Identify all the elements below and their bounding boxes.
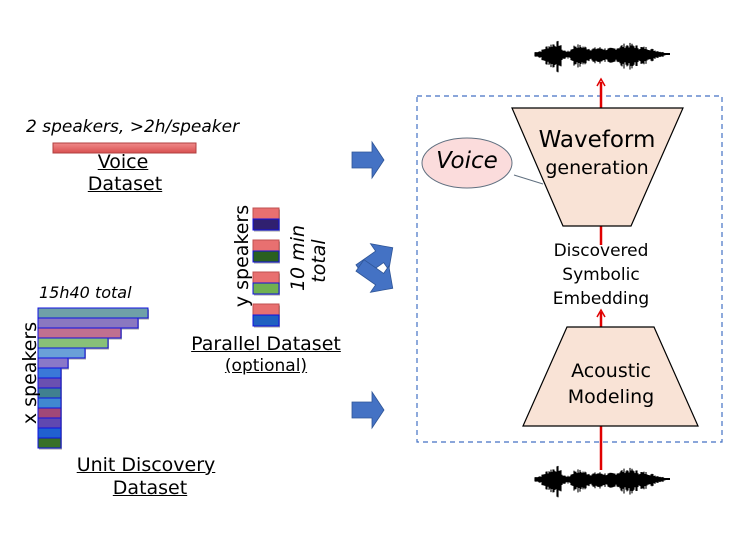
unit-discovery-bar: [37, 367, 62, 379]
unit-discovery-bar: [37, 337, 109, 349]
voice-dataset-bar: [52, 142, 197, 154]
unit-discovery-bar: [37, 417, 62, 429]
unit-discovery-title-line1: Unit Discovery: [76, 454, 216, 476]
unit-discovery-bar: [37, 357, 69, 369]
parallel-title-line1: Parallel Dataset: [191, 333, 341, 355]
unit-discovery-bar: [37, 387, 62, 399]
flow-arrow-parallel-down: [355, 259, 394, 293]
parallel-side-label-line1: 10 min: [287, 224, 309, 292]
unit-discovery-bar: [37, 437, 62, 449]
voice-dataset-caption: 2 speakers, >2h/speaker: [26, 117, 240, 137]
parallel-pair-source: [252, 303, 280, 316]
embedding-line2: Symbolic: [562, 265, 640, 285]
embedding-line1: Discovered: [553, 241, 649, 261]
unit-discovery-bar: [37, 427, 62, 439]
input-waveform: [534, 465, 670, 498]
parallel-pair-target: [252, 282, 280, 295]
parallel-pair-target: [252, 314, 280, 327]
waveform-block-line1: Waveform: [538, 127, 656, 153]
acoustic-block-line1: Acoustic: [571, 360, 651, 382]
voice-bubble-label: Voice: [436, 148, 498, 174]
waveform-block-line2: generation: [545, 157, 649, 179]
parallel-axis-label: y speakers: [231, 204, 253, 308]
unit-discovery-bars: [37, 307, 149, 450]
voice-dataset-title-line1: Voice: [97, 151, 149, 173]
parallel-pair-source: [252, 207, 280, 220]
parallel-pair-source: [252, 239, 280, 252]
unit-discovery-bar: [37, 347, 86, 359]
acoustic-modeling-block: [522, 326, 699, 427]
flow-arrow-unit-discovery: [351, 390, 385, 430]
parallel-pair-source: [252, 271, 280, 284]
arrowhead-output: [596, 77, 606, 87]
model-frame: [416, 95, 723, 443]
flow-arrow-voice: [351, 140, 385, 180]
unit-discovery-axis-label: x speakers: [19, 321, 41, 425]
unit-discovery-title-line2: Dataset: [112, 477, 188, 499]
parallel-pair-target: [252, 250, 280, 263]
parallel-dataset-pairs: [252, 207, 280, 328]
unit-discovery-bar: [37, 377, 62, 389]
unit-discovery-bar: [37, 327, 122, 339]
voice-connector: [513, 174, 544, 185]
output-waveform: [534, 40, 670, 73]
voice-bubble: [421, 137, 513, 189]
parallel-side-label-line2: total: [308, 239, 330, 283]
waveform-generation-block: [511, 107, 684, 227]
embedding-line3: Embedding: [552, 289, 650, 309]
parallel-pair-target: [252, 218, 280, 231]
parallel-title-line2: (optional): [224, 356, 308, 376]
acoustic-block-line2: Modeling: [567, 386, 655, 408]
unit-discovery-bar: [37, 307, 149, 319]
voice-dataset-title-line2: Dataset: [87, 173, 163, 195]
unit-discovery-bar: [37, 407, 62, 419]
unit-discovery-caption: 15h40 total: [39, 283, 132, 302]
unit-discovery-bar: [37, 317, 139, 329]
arrowhead-embedding: [596, 308, 606, 318]
unit-discovery-bar: [37, 397, 62, 409]
